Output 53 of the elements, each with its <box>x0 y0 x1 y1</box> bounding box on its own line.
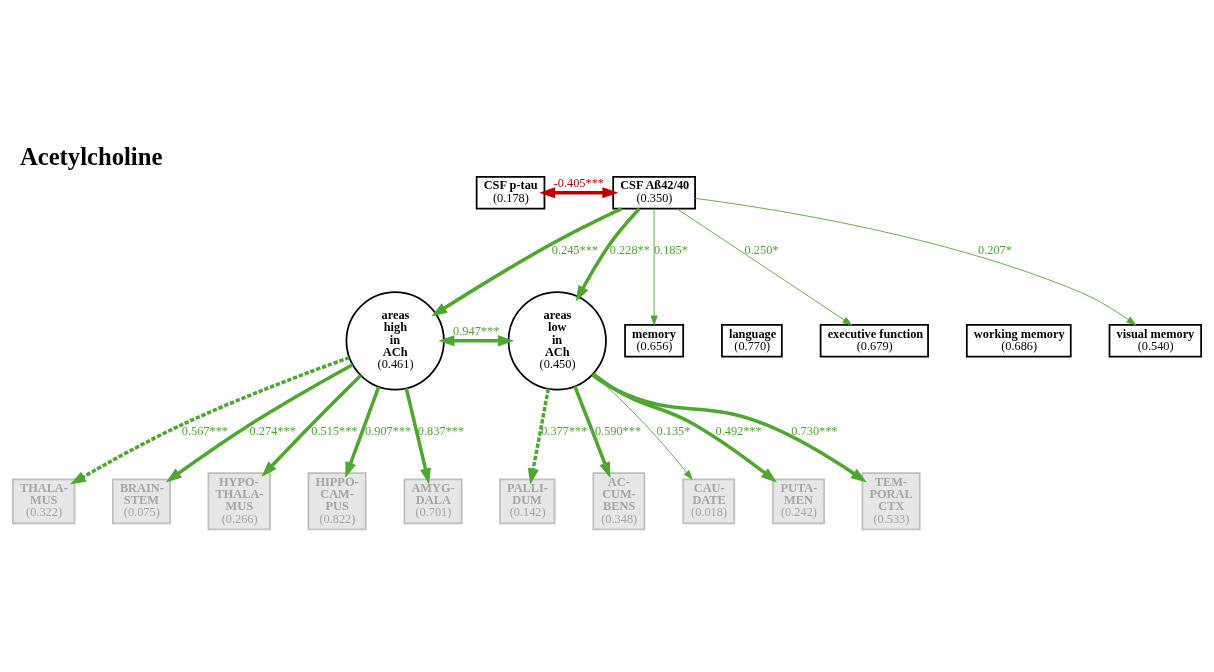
node-circle: areas low in ACh (0.450) <box>507 291 607 391</box>
diagram-title: Acetylcholine <box>19 142 163 170</box>
node-box: AMYG- DALA (0.701) <box>403 478 463 525</box>
arrow <box>165 363 354 483</box>
node-box: PALLI- DUM (0.142) <box>499 478 556 525</box>
arrow <box>591 373 867 483</box>
node-box: PUTA- MEN (0.242) <box>772 478 825 525</box>
edge-label: 0.947*** <box>453 323 500 338</box>
node-box: language (0.770) <box>721 324 783 358</box>
edge-label: 0.590*** <box>594 423 642 438</box>
edge-label: -0.405*** <box>553 175 604 190</box>
node-box: HIPPO- CAM- PUS (0.822) <box>307 472 367 531</box>
edge-label: 0.567*** <box>181 423 229 438</box>
edge-label: 0.274*** <box>249 423 296 438</box>
node-box: TEM- PORAL CTX (0.533) <box>861 472 921 531</box>
arrow <box>575 207 641 302</box>
node-box: CSF Aß42/40 (0.350) <box>612 176 696 210</box>
arrow <box>438 335 514 347</box>
arrow <box>650 208 658 326</box>
arrow <box>431 207 623 317</box>
node-box: THALA- MUS (0.322) <box>12 478 76 525</box>
edge-label: 0.245*** <box>551 242 598 257</box>
node-circle: areas high in ACh (0.461) <box>345 291 445 391</box>
node-box: executive function (0.679) <box>819 324 929 358</box>
node-box: memory (0.656) <box>624 324 685 358</box>
arrow <box>404 388 431 485</box>
arrow <box>539 187 619 199</box>
edge-label: 0.228** <box>609 242 650 257</box>
edge-label: 0.207* <box>978 242 1012 257</box>
node-box: AC- CUM- BENS (0.348) <box>592 472 646 531</box>
edge-label: 0.135* <box>656 423 691 438</box>
arrow <box>573 385 611 478</box>
arrow <box>676 208 853 326</box>
arrow <box>261 374 362 477</box>
edge-label: 0.492*** <box>715 423 762 438</box>
node-box: CAU- DATE (0.018) <box>682 478 736 525</box>
node-box: visual memory (0.540) <box>1108 324 1202 358</box>
arrow <box>527 388 551 485</box>
arrow <box>345 386 381 478</box>
arrow <box>70 356 350 485</box>
edge-label: 0.837*** <box>417 423 465 438</box>
edge-label: 0.907*** <box>365 423 412 438</box>
node-box: HYPO- THALA- MUS (0.266) <box>207 472 271 531</box>
arrow <box>592 372 777 483</box>
node-box: CSF p-tau (0.178) <box>475 176 546 210</box>
edge-label: 0.377*** <box>541 423 588 438</box>
edge-label: 0.250* <box>744 242 779 257</box>
edge-label: 0.730*** <box>791 423 838 438</box>
node-box: working memory (0.686) <box>965 324 1072 358</box>
arrow <box>694 197 1137 326</box>
edge-label: 0.515*** <box>311 423 358 438</box>
node-box: BRAIN- STEM (0.075) <box>112 478 171 525</box>
edge-label: 0.185* <box>653 242 688 257</box>
